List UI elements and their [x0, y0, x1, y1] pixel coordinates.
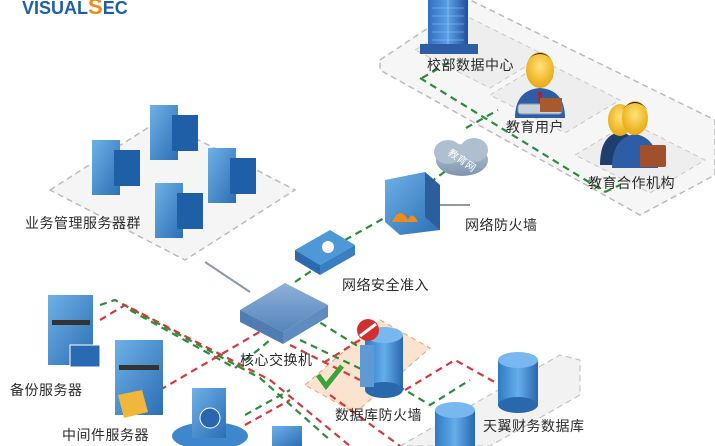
- label-edu-user: 教育用户: [506, 120, 564, 136]
- partner-group-icon: [600, 101, 666, 168]
- label-net-access: 网络安全准入: [342, 278, 429, 294]
- label-net-firewall: 网络防火墙: [465, 218, 538, 234]
- label-biz-servers: 业务管理服务器群: [25, 216, 141, 232]
- database-icon: [435, 352, 538, 446]
- label-backup-server: 备份服务器: [10, 383, 83, 399]
- firewall-icon: [385, 172, 440, 235]
- server-icon: [272, 426, 302, 446]
- access-control-device-icon: [295, 230, 355, 275]
- backup-server-icon: [48, 295, 101, 368]
- label-db-firewall: 数据库防火墙: [335, 408, 422, 424]
- cloud-icon: [434, 138, 488, 176]
- label-middleware-server: 中间件服务器: [62, 428, 149, 444]
- label-finance-db: 天翼财务数据库: [483, 419, 585, 435]
- visualsec-logo: VISUALSEC: [22, 0, 128, 19]
- server-cluster-icon: [92, 105, 256, 238]
- middleware-server-icon: [115, 340, 163, 418]
- app-server-icon: [172, 388, 248, 446]
- database-firewall-icon: [315, 319, 403, 398]
- building-icon: [420, 0, 478, 54]
- label-core-switch: 核心交换机: [240, 353, 313, 369]
- label-campus-datacenter: 校部数据中心: [427, 58, 514, 74]
- label-edu-partner: 教育合作机构: [588, 176, 675, 192]
- link-blocked-red: [99, 303, 501, 446]
- core-switch-icon: [240, 283, 328, 344]
- user-icon: [515, 52, 565, 118]
